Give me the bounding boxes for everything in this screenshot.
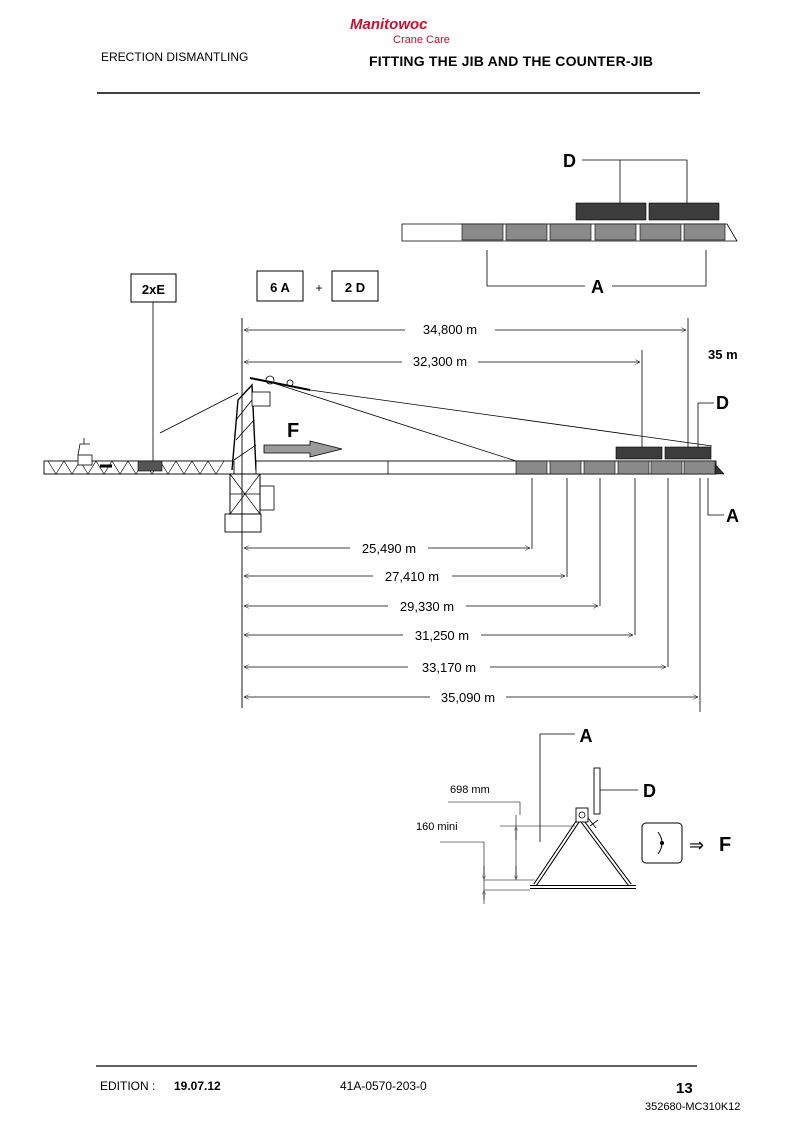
top-dimensions	[244, 330, 686, 362]
bottom-dimensions	[244, 548, 698, 697]
count-boxes: 2xE 6 A + 2 D	[130, 270, 379, 470]
label-f-section: F	[719, 834, 731, 856]
crane-care-logo-text: Crane Care	[393, 34, 450, 46]
label-a-top: A	[591, 277, 604, 297]
label-f-crane: F	[287, 420, 299, 442]
edition-label: EDITION :	[100, 1079, 156, 1093]
box-2xe-label: 2xE	[142, 282, 165, 297]
label-d-crane: D	[716, 393, 729, 413]
dim-35090: 35,090 m	[441, 690, 495, 705]
doc-number: 41A-0570-203-0	[340, 1079, 427, 1093]
dim-32300: 32,300 m	[413, 354, 467, 369]
ballast-d-blocks	[575, 202, 720, 221]
jib-cross-section	[440, 733, 638, 900]
ballast-a-blocks	[461, 223, 726, 241]
height-35m: 35 m	[708, 347, 738, 362]
box-6a-label: 6 A	[270, 280, 290, 295]
edition-date: 19.07.12	[174, 1079, 221, 1093]
manitowoc-logo: Manitowoc	[350, 16, 428, 33]
dim-29330: 29,330 m	[400, 599, 454, 614]
dim-31250: 31,250 m	[415, 628, 469, 643]
jib-ballast-a	[515, 460, 716, 475]
dim-160-mini: 160 mini	[416, 821, 458, 833]
label-d-section: D	[643, 781, 656, 801]
box-2d-label: 2 D	[345, 280, 365, 295]
doc-reference: 352680-MC310K12	[645, 1101, 741, 1113]
bottom-reference-lines	[531, 478, 701, 712]
dim-25490: 25,490 m	[362, 541, 416, 556]
dim-34800: 34,800 m	[423, 322, 477, 337]
arrow-symbol: ⇒	[689, 835, 704, 855]
dim-698mm: 698 mm	[450, 784, 490, 796]
dim-27410: 27,410 m	[385, 569, 439, 584]
page-number: 13	[676, 1080, 693, 1097]
dim-33170: 33,170 m	[422, 660, 476, 675]
section-dimension-arrows	[484, 827, 516, 904]
page-title: FITTING THE JIB AND THE COUNTER-JIB	[369, 53, 654, 69]
label-d-top: D	[563, 151, 576, 171]
section-title: ERECTION DISMANTLING	[101, 50, 249, 64]
plus-sign: +	[315, 281, 322, 295]
label-a-crane: A	[726, 506, 739, 526]
direction-arrow-f	[263, 440, 343, 458]
counter-jib-ballast-detail: D A	[401, 151, 738, 297]
label-a-section: A	[580, 726, 593, 746]
jib-ballast-d	[615, 446, 712, 460]
